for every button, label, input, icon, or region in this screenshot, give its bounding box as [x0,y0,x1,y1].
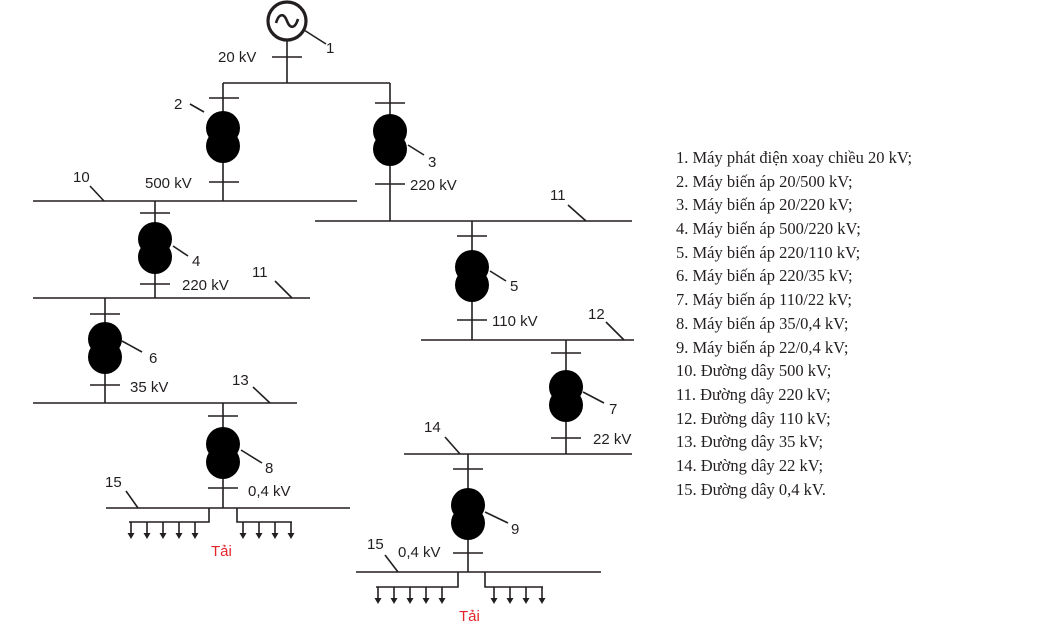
generator-branch [222,82,391,122]
transformer-5-number: 5 [510,278,518,295]
line-500kv-leader [89,185,105,202]
transformer-6 [88,298,143,403]
transformer-9 [451,454,509,572]
line-220kv-right-leader [567,204,587,222]
legend-item: 4. Máy biến áp 500/220 kV; [676,219,861,239]
legend-item: 8. Máy biến áp 35/0,4 kV; [676,313,849,333]
transformer-8-voltage: 0,4 kV [248,483,291,500]
line-500kv-label: 10 [73,169,90,186]
transformer-2 [189,97,240,201]
line-35kv-leader [252,386,271,404]
transformer-9-voltage: 0,4 kV [398,544,441,561]
line-04kv-right-label: 15 [367,536,384,553]
line-220kv-left-label: 11 [252,264,268,281]
generator-number: 1 [326,40,334,57]
line-04kv-left-label: 15 [105,474,122,491]
legend-item: 2. Máy biến áp 20/500 kV; [676,171,853,191]
legend: 1. Máy phát điện xoay chiều 20 kV; 2. Má… [676,146,912,501]
legend-item: 15. Đường dây 0,4 kV. [676,479,826,499]
transformer-3 [373,102,425,221]
transformer-8-number: 8 [265,460,273,477]
legend-item: 3. Máy biến áp 20/220 kV; [676,195,853,215]
legend-item: 6. Máy biến áp 220/35 kV; [676,266,853,286]
legend-item: 7. Máy biến áp 110/22 kV; [676,290,852,310]
line-04kv-right-leader [384,554,399,573]
legend-item: 9. Máy biến áp 22/0,4 kV; [676,337,849,357]
transformer-7 [549,340,605,454]
load-right [373,572,547,605]
transformer-6-voltage: 35 kV [130,379,168,396]
line-22kv-leader [444,436,461,455]
line-04kv-left-leader [125,490,139,509]
transformer-4-number: 4 [192,253,200,270]
line-110kv-label: 12 [588,306,605,323]
legend-item: 12. Đường dây 110 kV; [676,408,831,428]
transformer-4 [138,201,189,298]
transformer-3-voltage: 220 kV [410,177,457,194]
transformer-5 [455,221,507,340]
legend-item: 14. Đường dây 22 kV; [676,455,824,475]
power-system-diagram: 1 20 kV 2 500 kV 3 220 kV 10 4 220 kV [33,0,634,625]
load-left-label: Tải [211,543,232,560]
transformer-2-number: 2 [174,96,182,113]
line-35kv-label: 13 [232,372,249,389]
transformer-2-voltage: 500 kV [145,175,192,192]
transformer-3-number: 3 [428,154,436,171]
load-right-label: Tải [459,608,480,625]
legend-item: 5. Máy biến áp 220/110 kV; [676,242,861,262]
transformer-9-number: 9 [511,521,519,538]
legend-item: 1. Máy phát điện xoay chiều 20 kV; [676,148,913,167]
transformer-5-voltage: 110 kV [492,313,538,330]
legend-item: 13. Đường dây 35 kV; [676,432,824,452]
line-220kv-left-leader [274,280,293,299]
transformer-4-voltage: 220 kV [182,277,229,294]
transformer-7-voltage: 22 kV [593,431,631,448]
legend-item: 11. Đường dây 220 kV; [676,384,831,404]
legend-item: 10. Đường dây 500 kV; [676,361,832,381]
line-22kv-label: 14 [424,419,441,436]
line-110kv-leader [605,321,625,341]
transformer-8 [206,403,263,508]
load-left [126,508,296,540]
transformer-7-number: 7 [609,401,617,418]
generator-1 [266,0,327,83]
generator-voltage: 20 kV [218,49,256,66]
line-220kv-right-label: 11 [550,187,566,204]
transformer-6-number: 6 [149,350,157,367]
